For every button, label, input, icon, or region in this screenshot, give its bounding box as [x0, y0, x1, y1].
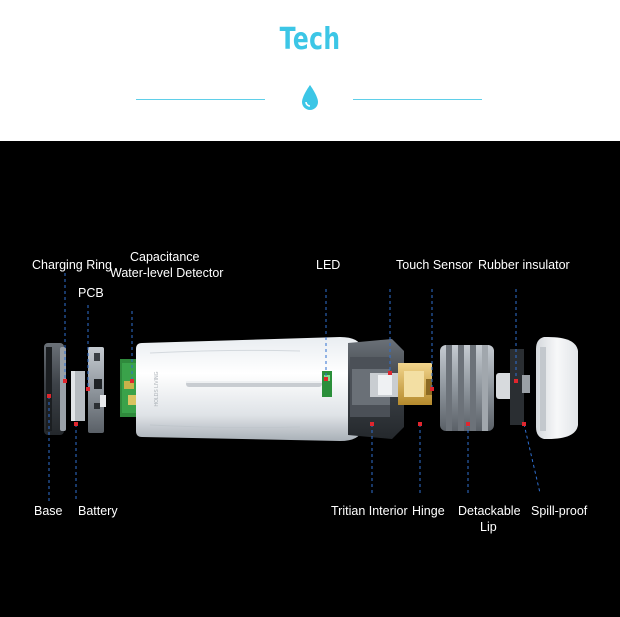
leader-lines	[48, 273, 541, 501]
label-capacitance: Capacitance	[130, 250, 200, 264]
label-detackable: Detackable	[458, 504, 521, 518]
label-spill-proof: Spill-proof	[531, 504, 588, 518]
label-tritian-interior: Tritian Interior	[331, 504, 408, 518]
label-water-level-detector: Water-level Detector	[110, 266, 224, 280]
page-title: Tech	[279, 22, 341, 57]
part-markers	[47, 371, 526, 426]
label-base: Base	[34, 504, 63, 518]
rubber-insulator-part	[496, 349, 530, 425]
base-part	[44, 343, 66, 435]
bottle-engraving: HOLDS LIVING	[154, 371, 160, 406]
label-charging-ring: Charging Ring	[32, 258, 112, 272]
label-battery: Battery	[78, 504, 118, 518]
battery-part	[71, 371, 85, 421]
pcb-part	[88, 347, 106, 433]
hinge-part	[370, 363, 432, 405]
label-hinge: Hinge	[412, 504, 445, 518]
label-lip: Lip	[480, 520, 497, 534]
exploded-diagram: HOLDS LIVING	[0, 141, 620, 617]
label-pcb: PCB	[78, 286, 104, 300]
label-led: LED	[316, 258, 341, 272]
right-divider	[353, 99, 482, 100]
bottle-body: HOLDS LIVING	[136, 337, 362, 441]
label-rubber-insulator: Rubber insulator	[478, 258, 570, 272]
left-divider	[136, 99, 265, 100]
spill-proof-cap-part	[536, 337, 578, 439]
label-touch-sensor: Touch Sensor	[396, 258, 473, 272]
bottle-exploded-view: HOLDS LIVING	[44, 273, 578, 501]
detachable-lip-part	[440, 345, 494, 431]
header: Tech	[0, 0, 620, 141]
water-drop-icon	[302, 85, 318, 110]
